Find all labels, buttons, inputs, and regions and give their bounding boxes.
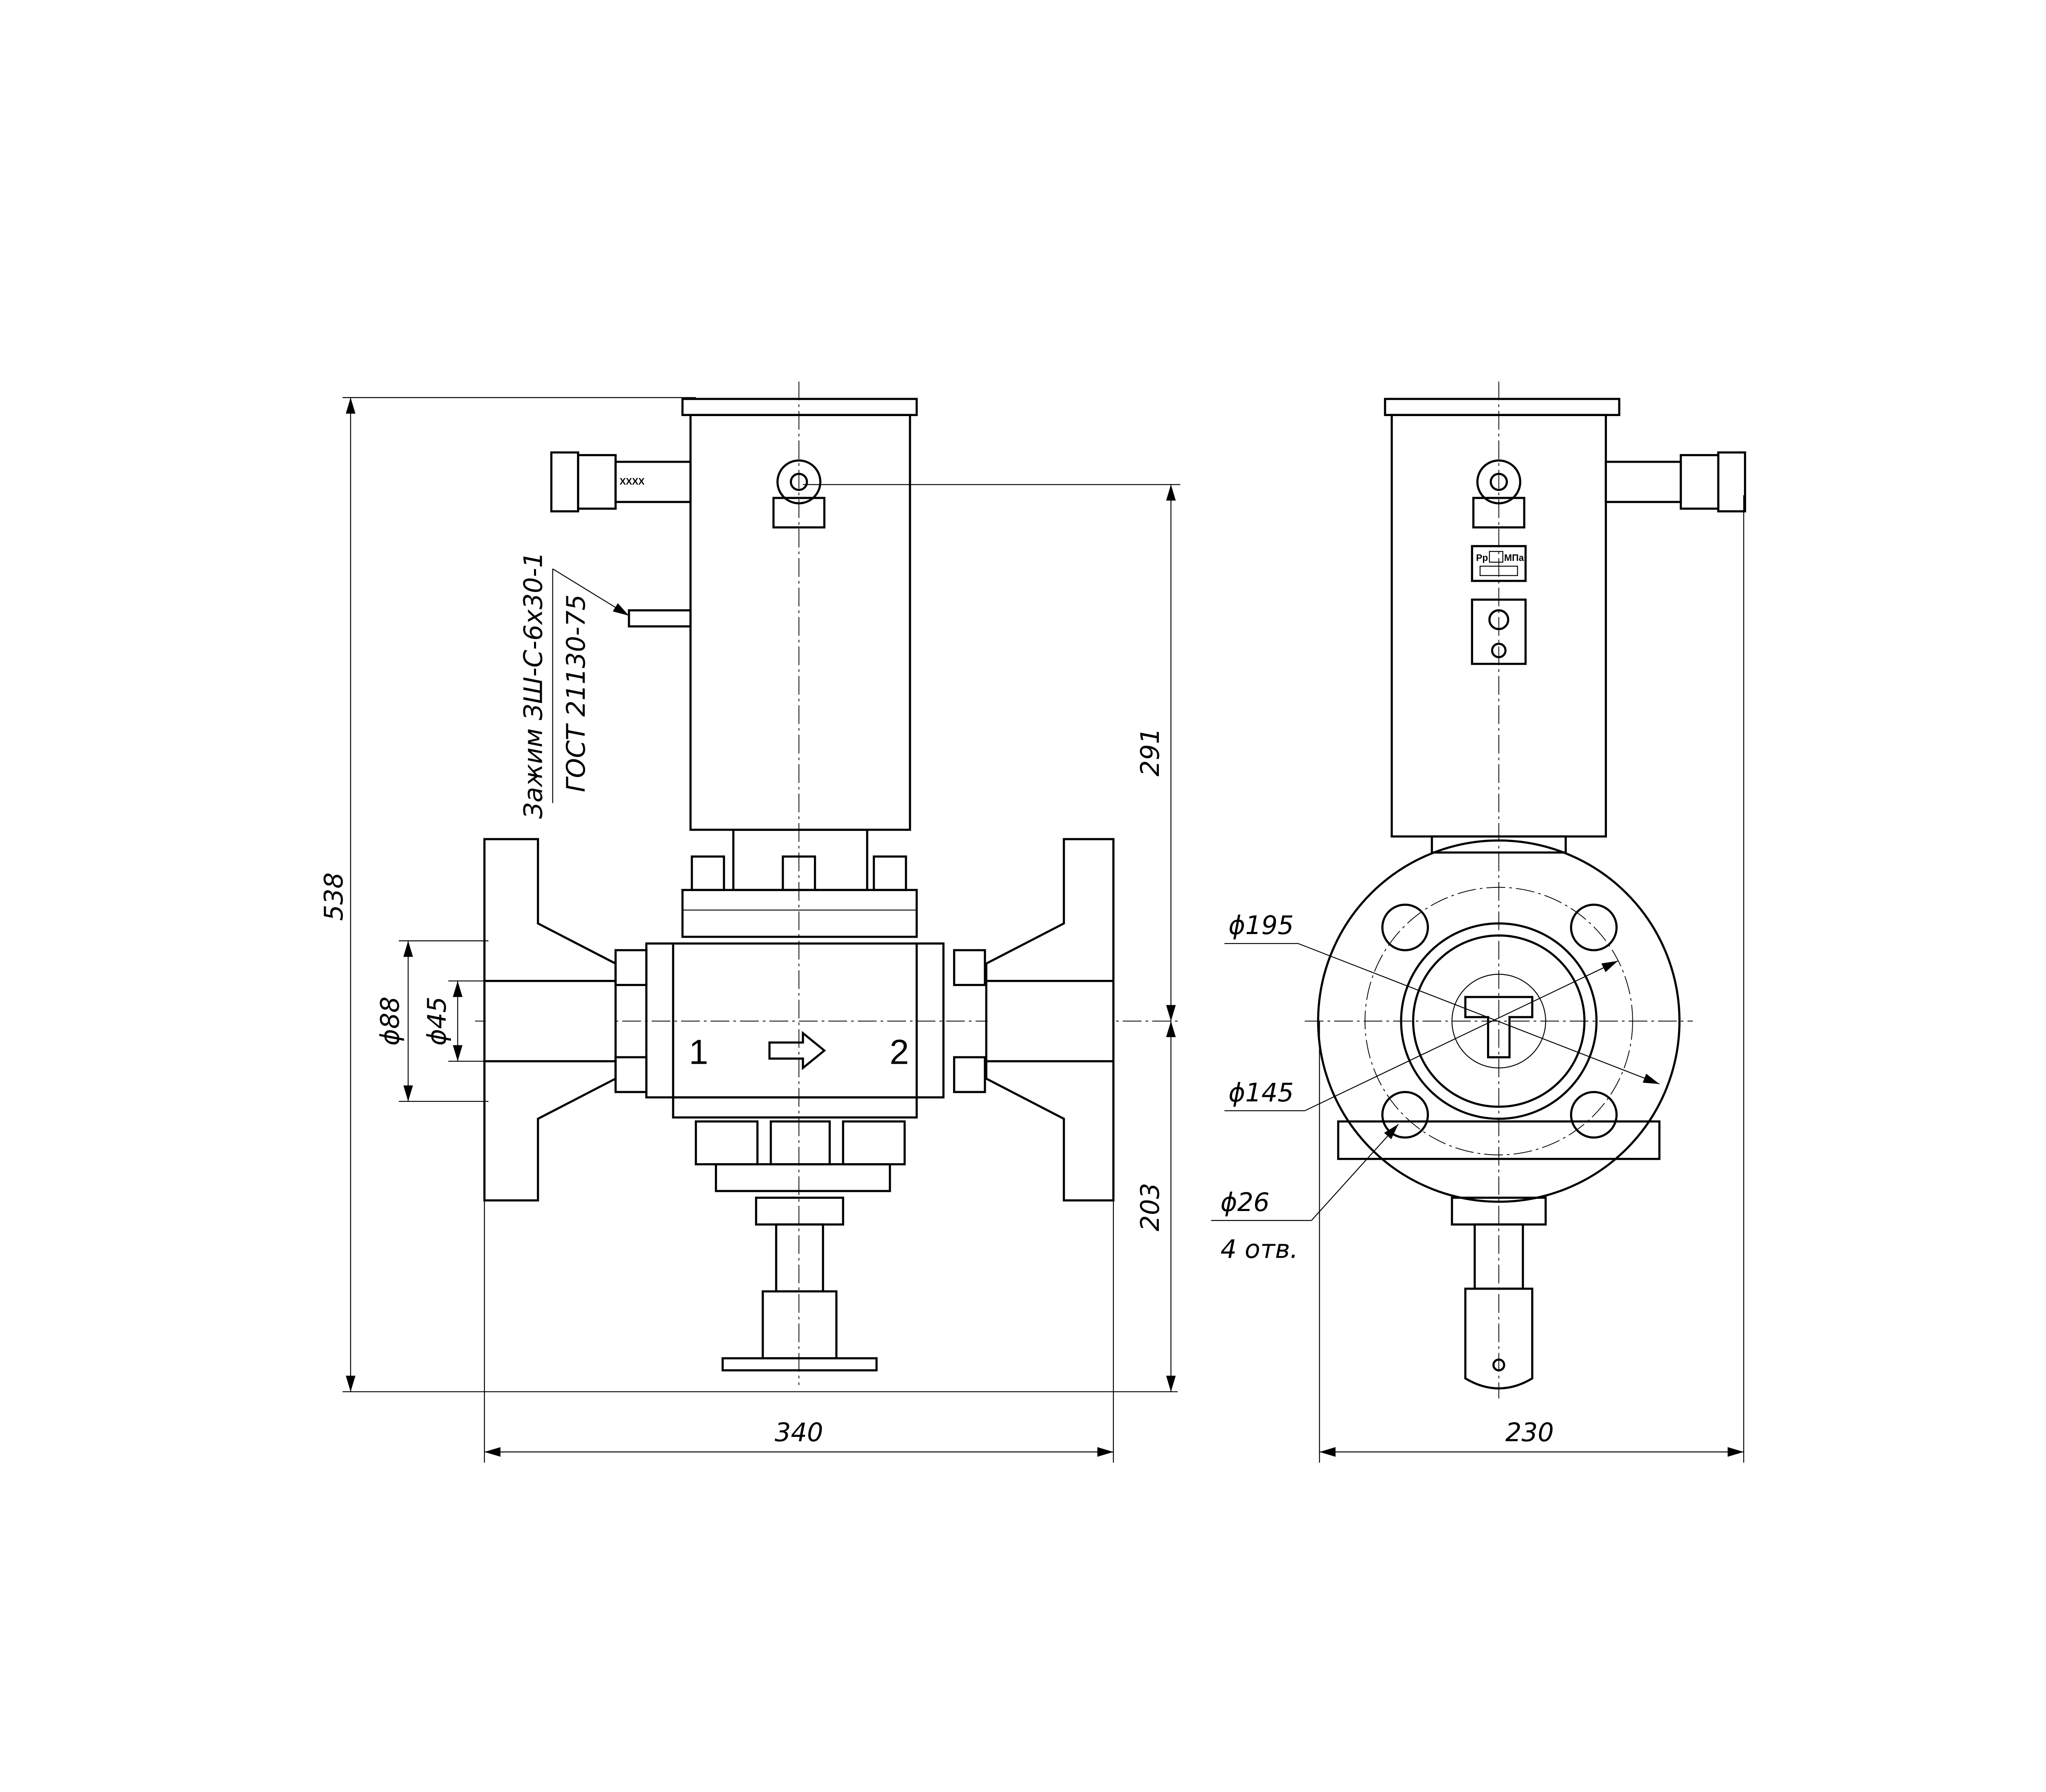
dimension-d195-label: ϕ195 (1228, 910, 1294, 940)
dimension-d145-label: ϕ145 (1228, 1078, 1294, 1108)
dimension-d26-label: ϕ26 (1221, 1187, 1270, 1217)
dimension-d88: ϕ88 (375, 940, 489, 1102)
dimension-291: 291 (803, 484, 1181, 1021)
front-view: XXXX Зажим ЗШ-С-6х30-1 ГОСТ 21130-75 1 2 (475, 381, 1178, 1385)
cable-connector: XXXX (550, 451, 692, 513)
dimension-hole-count-label: 4 отв. (1221, 1234, 1298, 1264)
dimension-340: 340 (484, 1200, 1114, 1463)
dimension-340-label: 340 (775, 1418, 823, 1448)
dimension-d45: ϕ45 (422, 980, 489, 1062)
dimension-538: 538 (319, 397, 1178, 1392)
dimension-291-label: 291 (1135, 728, 1165, 777)
dimension-538-label: 538 (319, 872, 349, 921)
flow-arrow-icon (768, 1031, 826, 1070)
dimension-230: 230 (1319, 495, 1744, 1463)
port-1-label: 1 (689, 1033, 708, 1072)
cable-connector-right (1604, 451, 1746, 513)
callout-line1: Зажим ЗШ-С-6х30-1 (518, 552, 548, 819)
dimension-230-label: 230 (1505, 1418, 1554, 1448)
callout-line2: ГОСТ 21130-75 (561, 594, 591, 792)
nameplate: Pр МПа (1471, 545, 1527, 582)
bolt-holes (1381, 903, 1618, 1139)
nameplate-unit: МПа (1504, 552, 1524, 563)
svg-text:XXXX: XXXX (620, 476, 645, 486)
ground-clamp: Зажим ЗШ-С-6х30-1 ГОСТ 21130-75 (518, 552, 692, 819)
nameplate-pressure: Pр (1476, 552, 1488, 563)
dimension-203: 203 (1135, 1021, 1176, 1392)
dimension-d45-label: ϕ45 (422, 997, 452, 1046)
dimension-203-label: 203 (1135, 1183, 1165, 1231)
dimension-d88-label: ϕ88 (375, 997, 405, 1046)
side-view: Pр МПа ϕ195 ϕ145 ϕ (1211, 381, 1746, 1399)
port-2-label: 2 (890, 1033, 909, 1072)
